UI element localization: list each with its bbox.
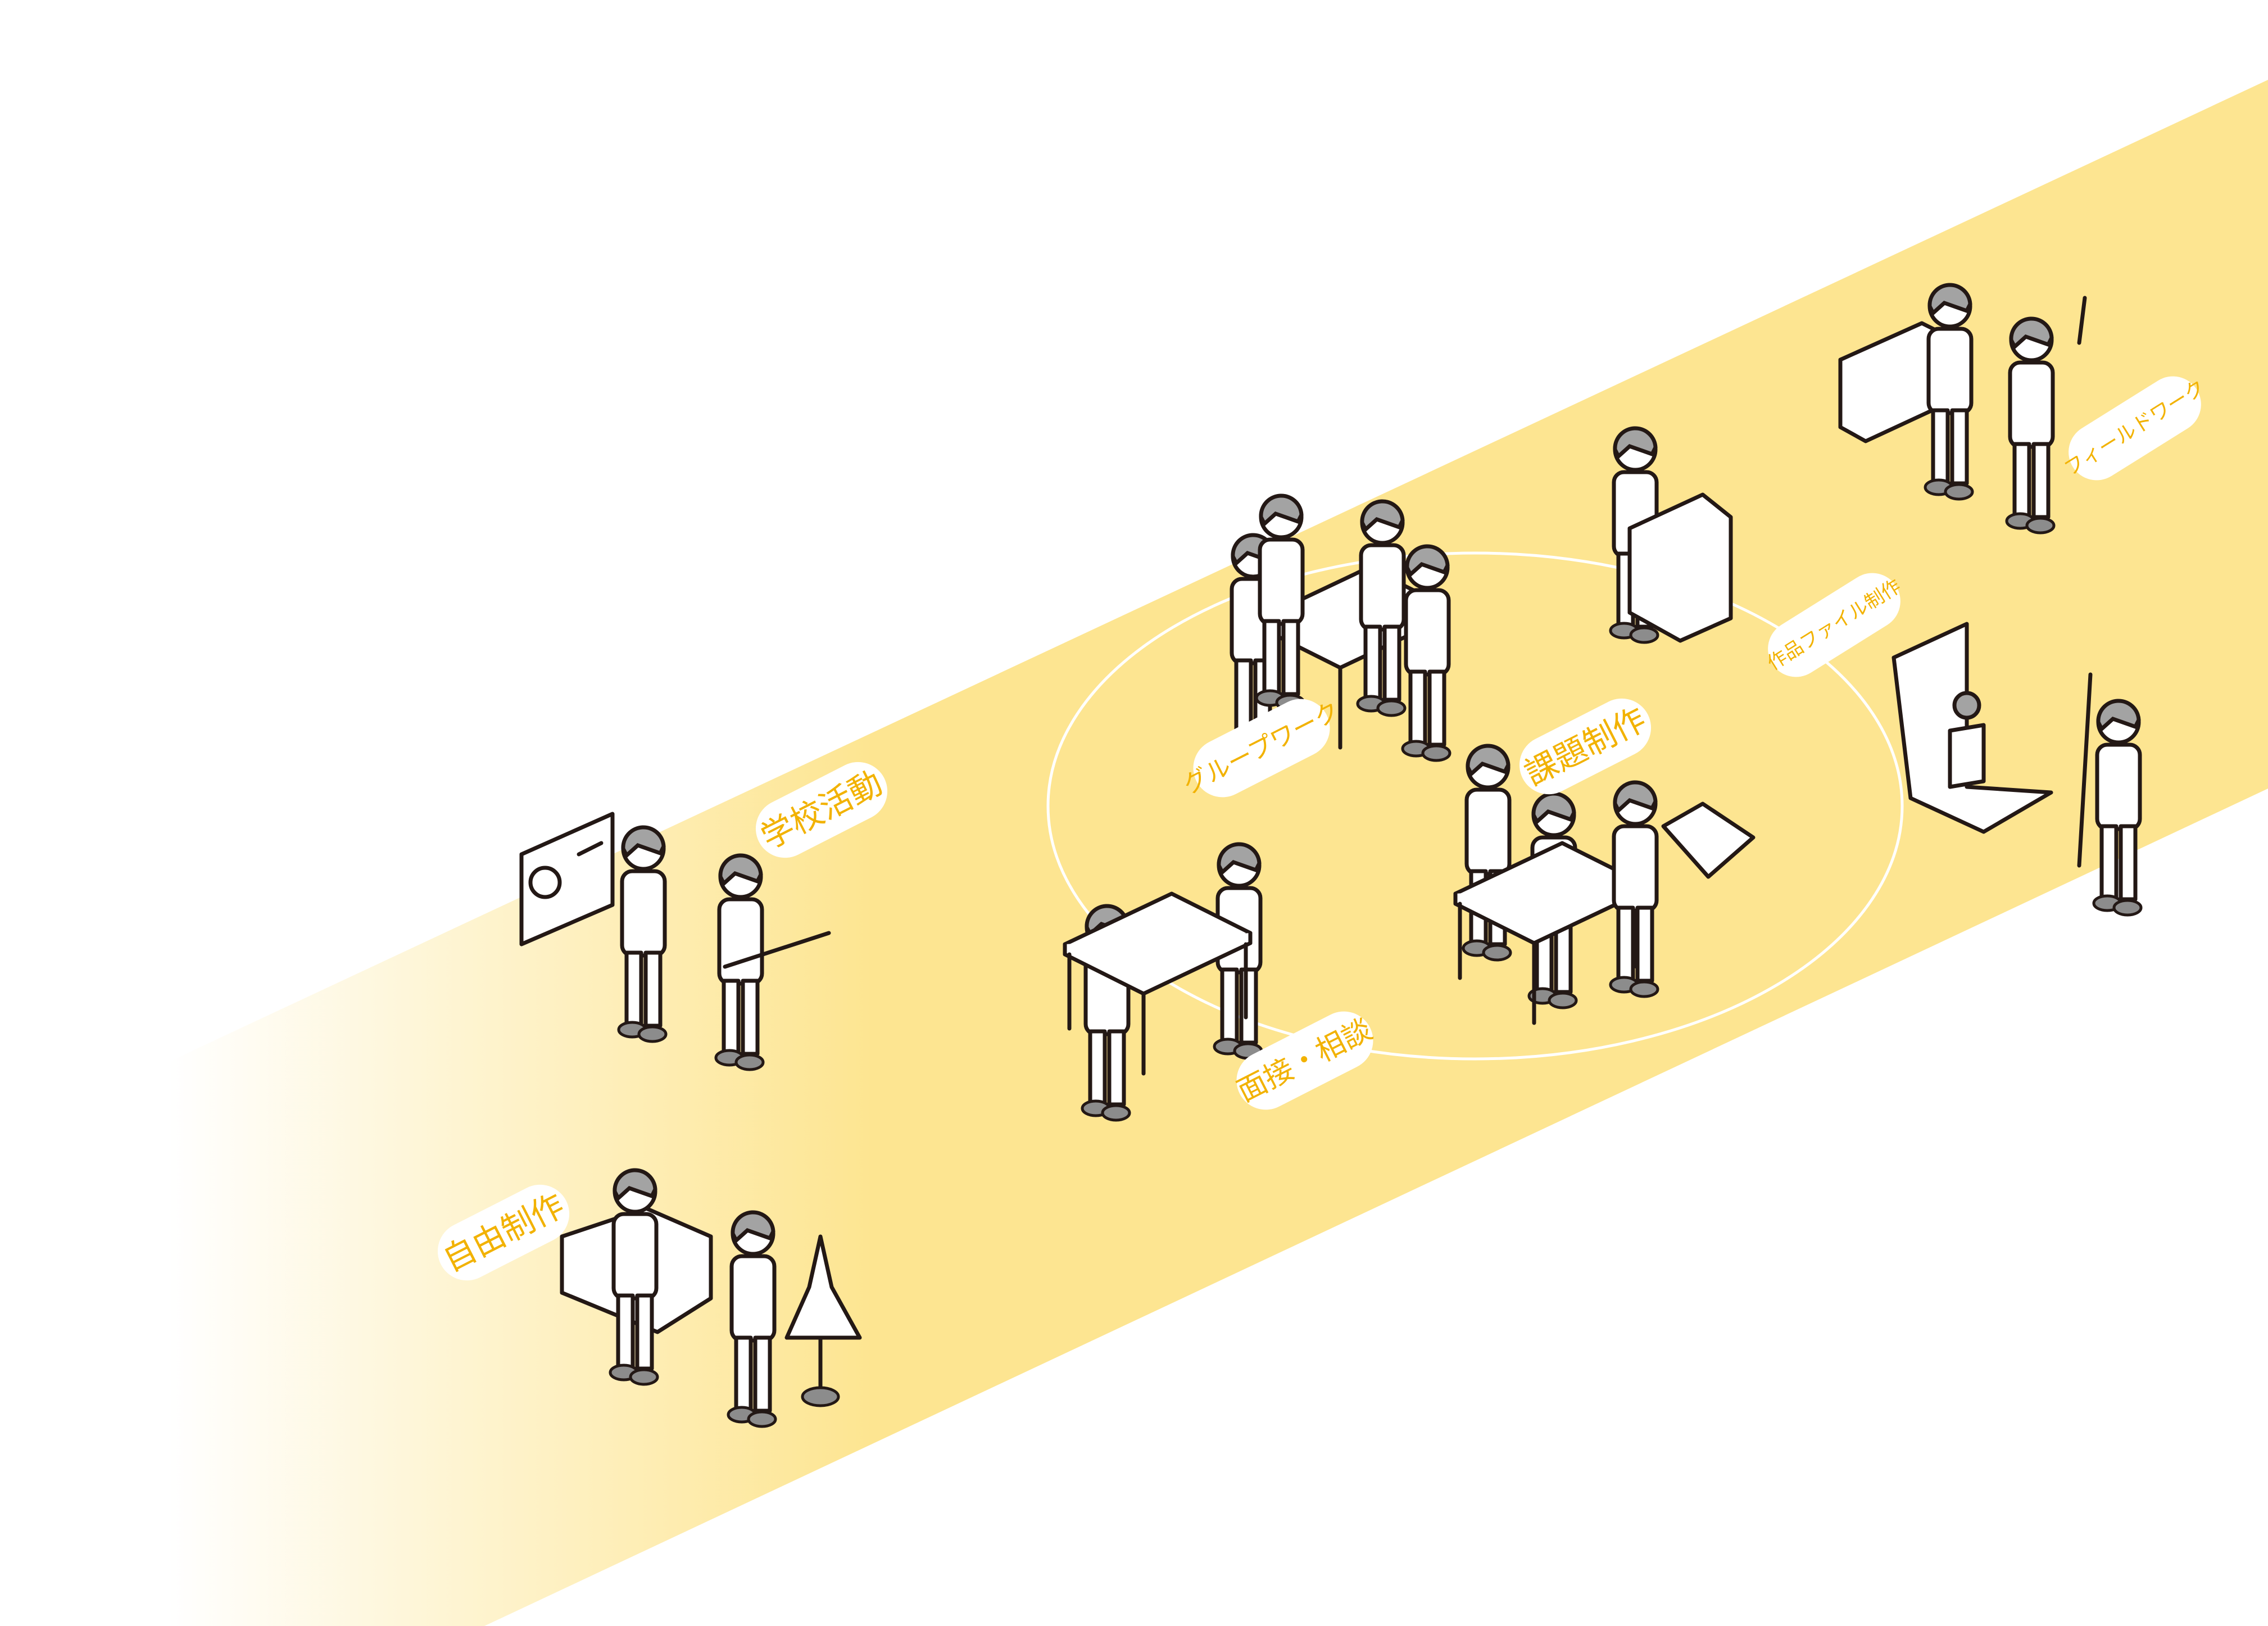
group-member-figure [1257,496,1304,710]
plant-branch-icon [2077,296,2087,345]
presenter-figure [619,827,666,1041]
drafting-board [1661,801,1756,879]
light-stand [2077,672,2093,868]
guitar-icon [723,931,831,969]
core-activities-ring [1046,551,1904,1061]
sketching-figure [610,1170,657,1384]
group-member-figure [1358,501,1405,715]
field-worker-figure [1925,285,1972,499]
dress-form [784,1234,862,1340]
presentation-board [519,812,615,946]
photographer-figure [2094,701,2141,915]
printer [1627,492,1733,643]
photographer-figure [2007,319,2054,533]
dressmaker-figure [728,1212,775,1426]
drafting-figure [1611,782,1658,997]
figurine-icon [1952,691,1981,720]
photo-backdrop [1891,622,2053,834]
group-member-figure [1403,546,1450,760]
pedestal [1948,723,1986,789]
